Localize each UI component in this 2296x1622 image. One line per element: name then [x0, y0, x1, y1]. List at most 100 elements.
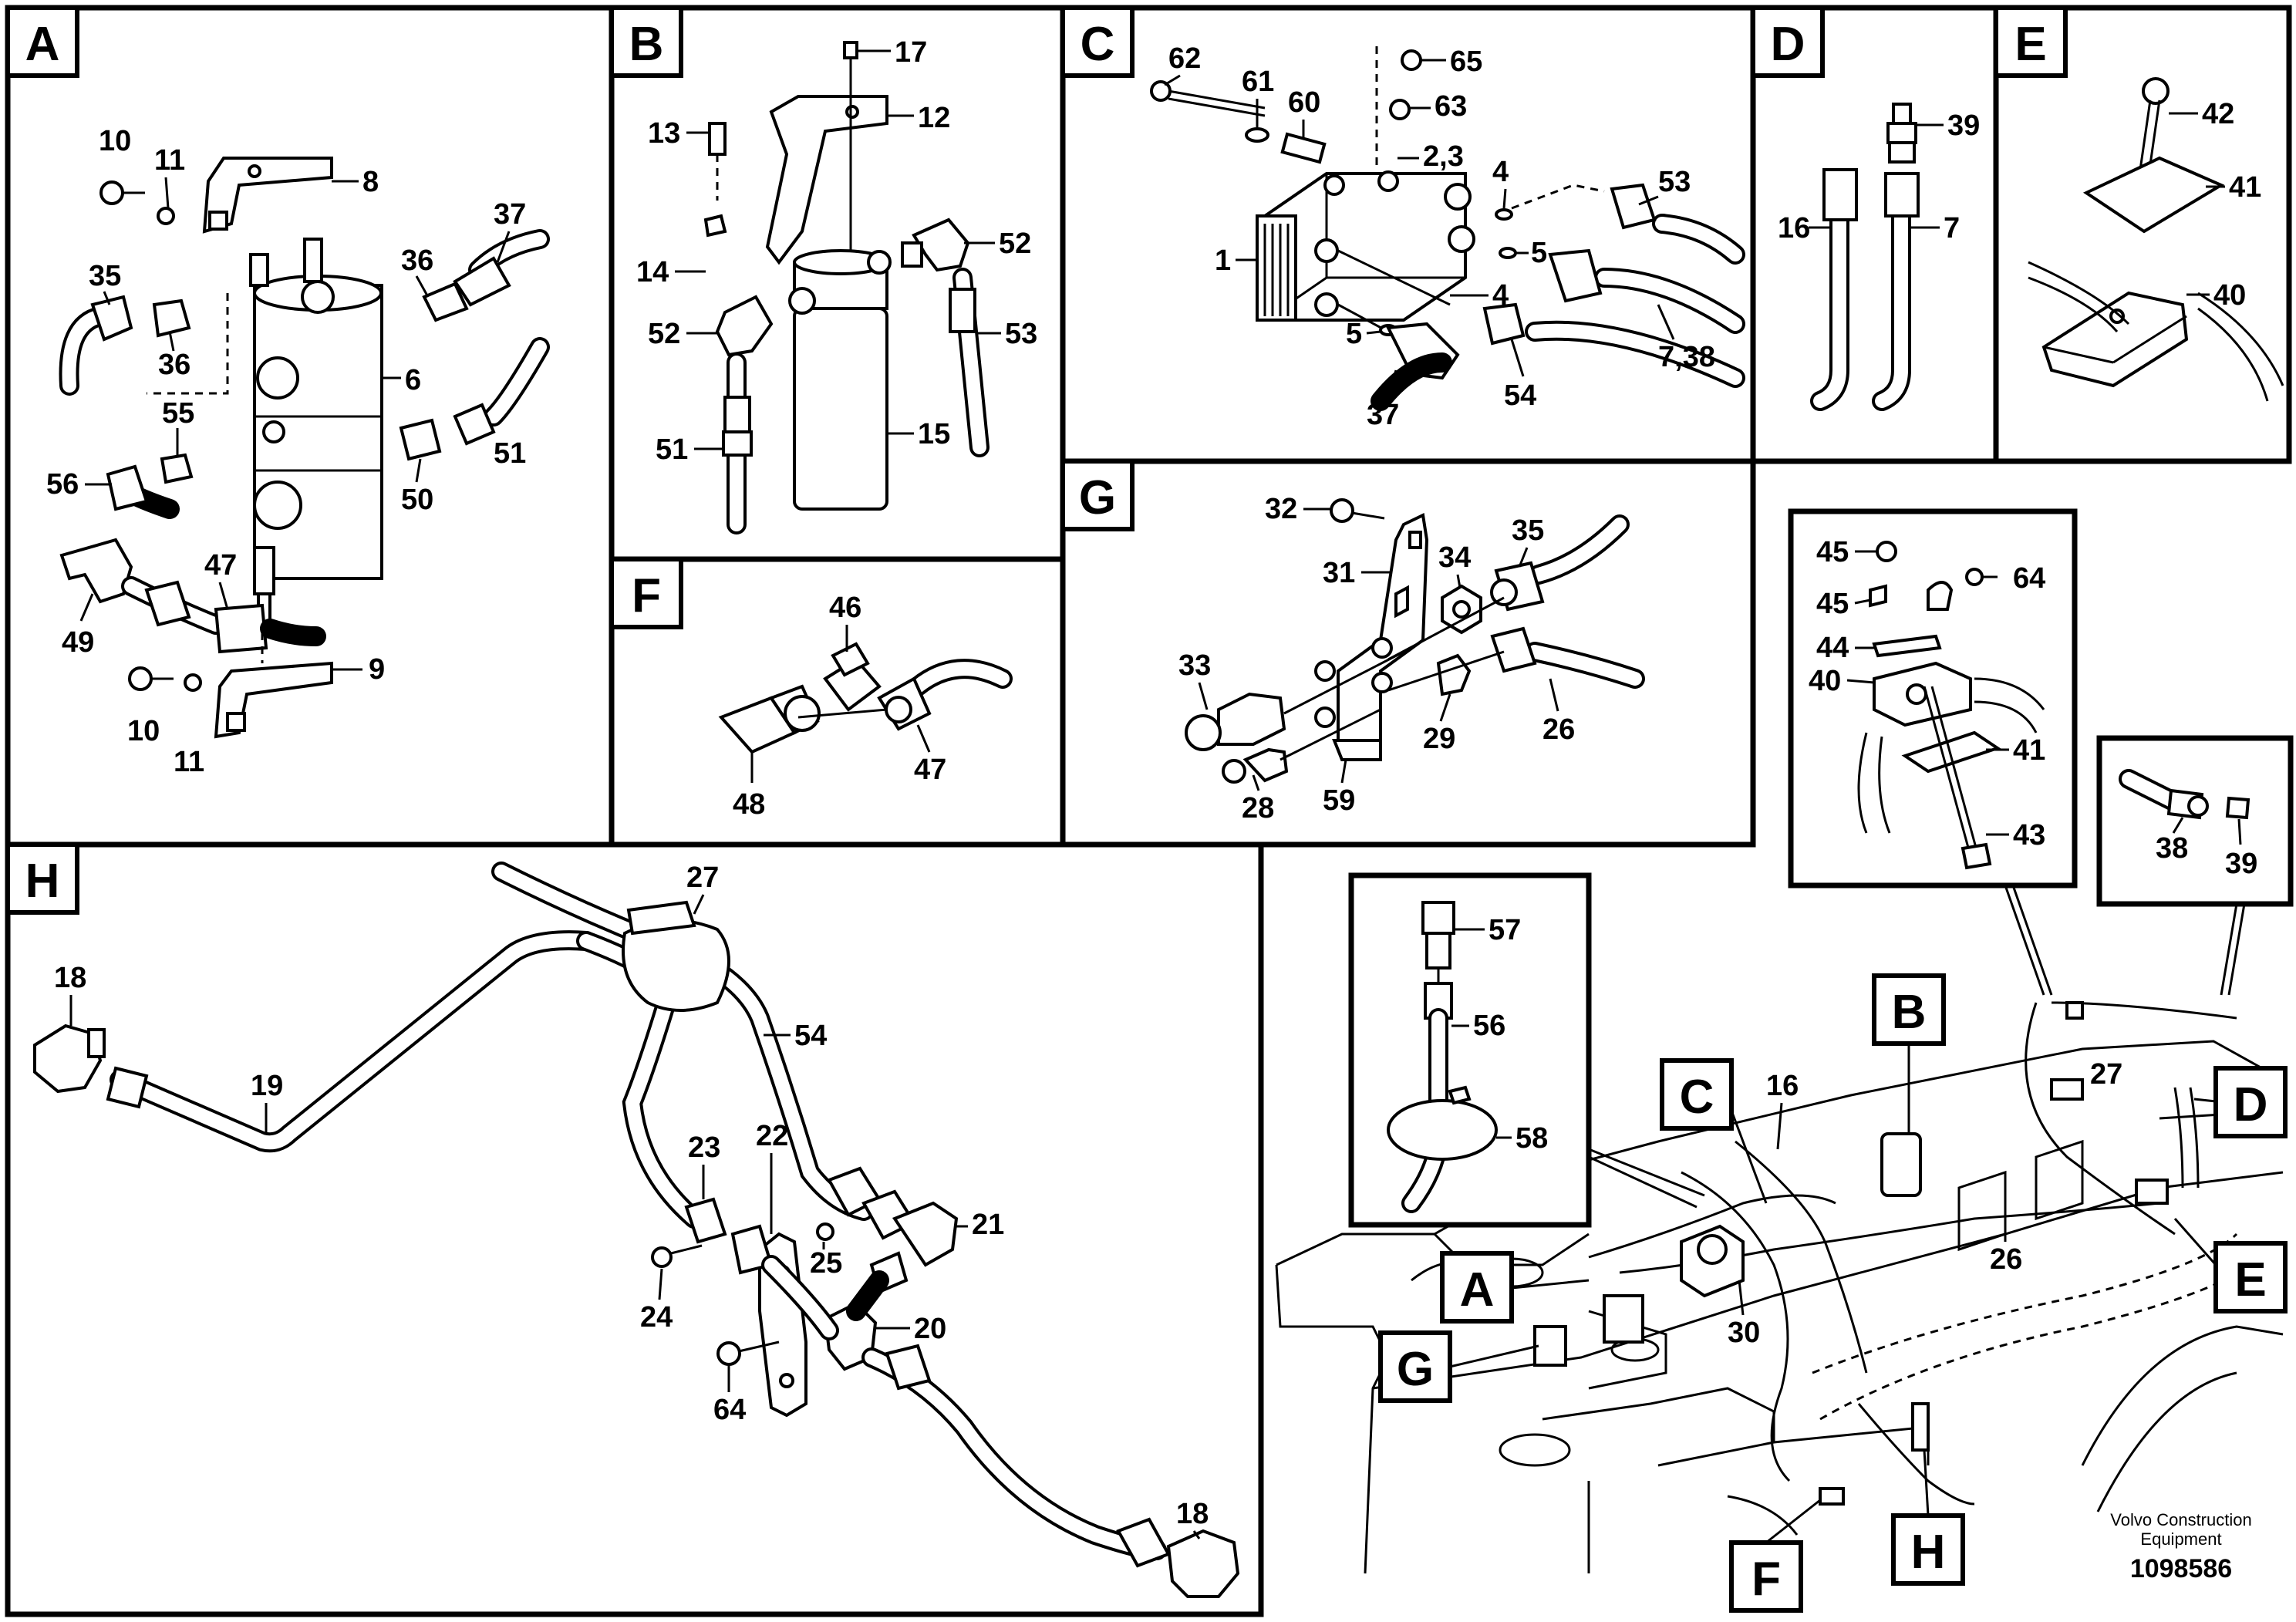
panel-g-callouts: 32 35 31 34 33 29 26 28 59	[1178, 493, 1575, 824]
callout-a-47: 47	[204, 549, 237, 582]
panel-a-tag: A	[5, 5, 79, 78]
panel-d-drawing	[1810, 103, 1920, 411]
panel-c-callouts: 62 61 60 65 63 2,3 4 53 1 5 4 5 37 54 7,…	[1164, 42, 1715, 431]
inset-clamp-callout-44: 44	[1816, 632, 1849, 664]
panel-g-letter: G	[1079, 471, 1116, 524]
callout-b-13: 13	[648, 117, 680, 150]
overview-tag-a: A	[1440, 1251, 1590, 1324]
inset-hose-callout-39: 39	[2225, 848, 2257, 880]
callout-a-51: 51	[494, 437, 526, 470]
callout-a-49: 49	[62, 626, 94, 659]
callout-a-6: 6	[405, 364, 421, 396]
callout-g-33: 33	[1178, 649, 1211, 682]
overview-tag-g: G	[1378, 1330, 1539, 1403]
panel-d-frame	[1750, 5, 1999, 464]
panel-f-drawing	[718, 642, 1013, 754]
brand-line-2: Equipment	[2140, 1529, 2221, 1549]
inset-hose-end	[2096, 735, 2294, 996]
overview-callout-27: 27	[2090, 1058, 2122, 1091]
callout-c-7-38: 7,38	[1658, 341, 1715, 373]
callout-c-1: 1	[1215, 244, 1231, 277]
callout-g-35: 35	[1512, 514, 1544, 547]
panel-f-tag: F	[609, 557, 683, 629]
callout-f-48: 48	[733, 788, 765, 821]
callout-a-9: 9	[369, 653, 385, 686]
inset-hose-end-callouts: 38 39	[2156, 817, 2257, 880]
callout-h-18a: 18	[54, 962, 86, 994]
callout-h-25: 25	[810, 1247, 842, 1280]
callout-f-46: 46	[829, 592, 861, 624]
callout-h-24: 24	[640, 1301, 673, 1334]
callout-h-21: 21	[972, 1209, 1004, 1241]
inset-clamp-callout-40: 40	[1809, 665, 1841, 697]
overview-tag-f-letter: F	[1752, 1553, 1781, 1606]
overview-tag-d: D	[2193, 1066, 2288, 1138]
callout-a-11b: 11	[174, 746, 204, 778]
callout-g-34: 34	[1438, 541, 1471, 574]
callout-h-19: 19	[251, 1070, 283, 1102]
overview-tag-e-letter: E	[2234, 1253, 2266, 1307]
callout-g-31: 31	[1323, 557, 1355, 589]
inset-clamp-callout-43: 43	[2013, 819, 2045, 851]
panel-b-drawing	[703, 41, 990, 534]
panel-e-drawing	[2028, 77, 2284, 402]
overview-callouts: 16 27 26 30	[1728, 1058, 2122, 1349]
callout-h-23: 23	[688, 1131, 720, 1164]
panel-f-letter: F	[632, 569, 661, 622]
callout-c-63: 63	[1435, 90, 1467, 123]
callout-g-28: 28	[1242, 792, 1274, 824]
inset-sensor	[1348, 872, 1592, 1228]
panel-c-drawing	[1150, 46, 1745, 411]
inset-clamp-callouts: 45 64 45 44 40 41 43	[1809, 536, 2045, 851]
callout-a-11: 11	[154, 144, 185, 177]
panel-f-callouts: 46 48 47	[733, 592, 946, 821]
callout-a-10b: 10	[127, 715, 160, 747]
panel-b-letter: B	[629, 18, 664, 71]
callout-b-51: 51	[656, 433, 688, 466]
overview-tags: B C A G D E F	[1378, 973, 2288, 1613]
callout-a-50: 50	[401, 484, 433, 516]
callout-a-10: 10	[99, 125, 131, 157]
footer-branding: Volvo Construction Equipment 1098586	[2110, 1510, 2251, 1583]
callout-c-5b: 5	[1346, 318, 1362, 350]
panel-d-callouts: 39 16 7	[1778, 110, 1980, 244]
panel-a-callouts: 10 11 8 37 35 36 36 6 55 56 51 50 47 49 …	[46, 125, 526, 778]
panel-e-tag: E	[1994, 5, 2068, 78]
callout-c-53: 53	[1658, 166, 1691, 198]
panel-a-drawing	[59, 157, 550, 739]
callout-b-12: 12	[918, 102, 950, 134]
callout-a-8: 8	[362, 166, 379, 198]
callout-h-20: 20	[914, 1313, 946, 1345]
callout-a-35: 35	[89, 260, 121, 292]
brand-line-1: Volvo Construction	[2110, 1510, 2251, 1529]
overview-machine	[1275, 1001, 2284, 1574]
overview-callout-16: 16	[1766, 1070, 1799, 1102]
callout-h-54: 54	[794, 1020, 827, 1052]
callout-f-47: 47	[914, 754, 946, 786]
overview-tag-c-letter: C	[1680, 1071, 1714, 1124]
panel-g-tag: G	[1060, 459, 1135, 531]
callout-b-14: 14	[636, 256, 669, 288]
panel-e-callouts: 42 41 40	[2169, 98, 2261, 312]
panel-frames	[5, 5, 2292, 1617]
panel-c-letter: C	[1081, 18, 1115, 71]
callout-g-59: 59	[1323, 784, 1355, 817]
callout-b-15: 15	[918, 418, 950, 450]
callout-c-37: 37	[1367, 399, 1399, 431]
callout-c-4a: 4	[1492, 156, 1509, 188]
panel-c-tag: C	[1060, 5, 1135, 78]
callout-a-36b: 36	[158, 349, 190, 381]
inset-clamp-callout-41: 41	[2013, 734, 2045, 767]
callout-b-17: 17	[895, 36, 927, 69]
inset-clamp	[1788, 508, 2078, 996]
callout-e-41: 41	[2229, 171, 2261, 204]
callout-a-55: 55	[162, 397, 194, 430]
inset-sensor-leader	[1588, 1148, 1705, 1209]
callout-a-37: 37	[494, 198, 526, 231]
callout-d-7: 7	[1944, 212, 1960, 244]
callout-g-29: 29	[1423, 723, 1455, 755]
panel-b-tag: B	[609, 5, 683, 78]
panel-h-tag: H	[5, 842, 79, 915]
overview-tag-d-letter: D	[2234, 1078, 2268, 1131]
callout-a-56: 56	[46, 468, 79, 501]
